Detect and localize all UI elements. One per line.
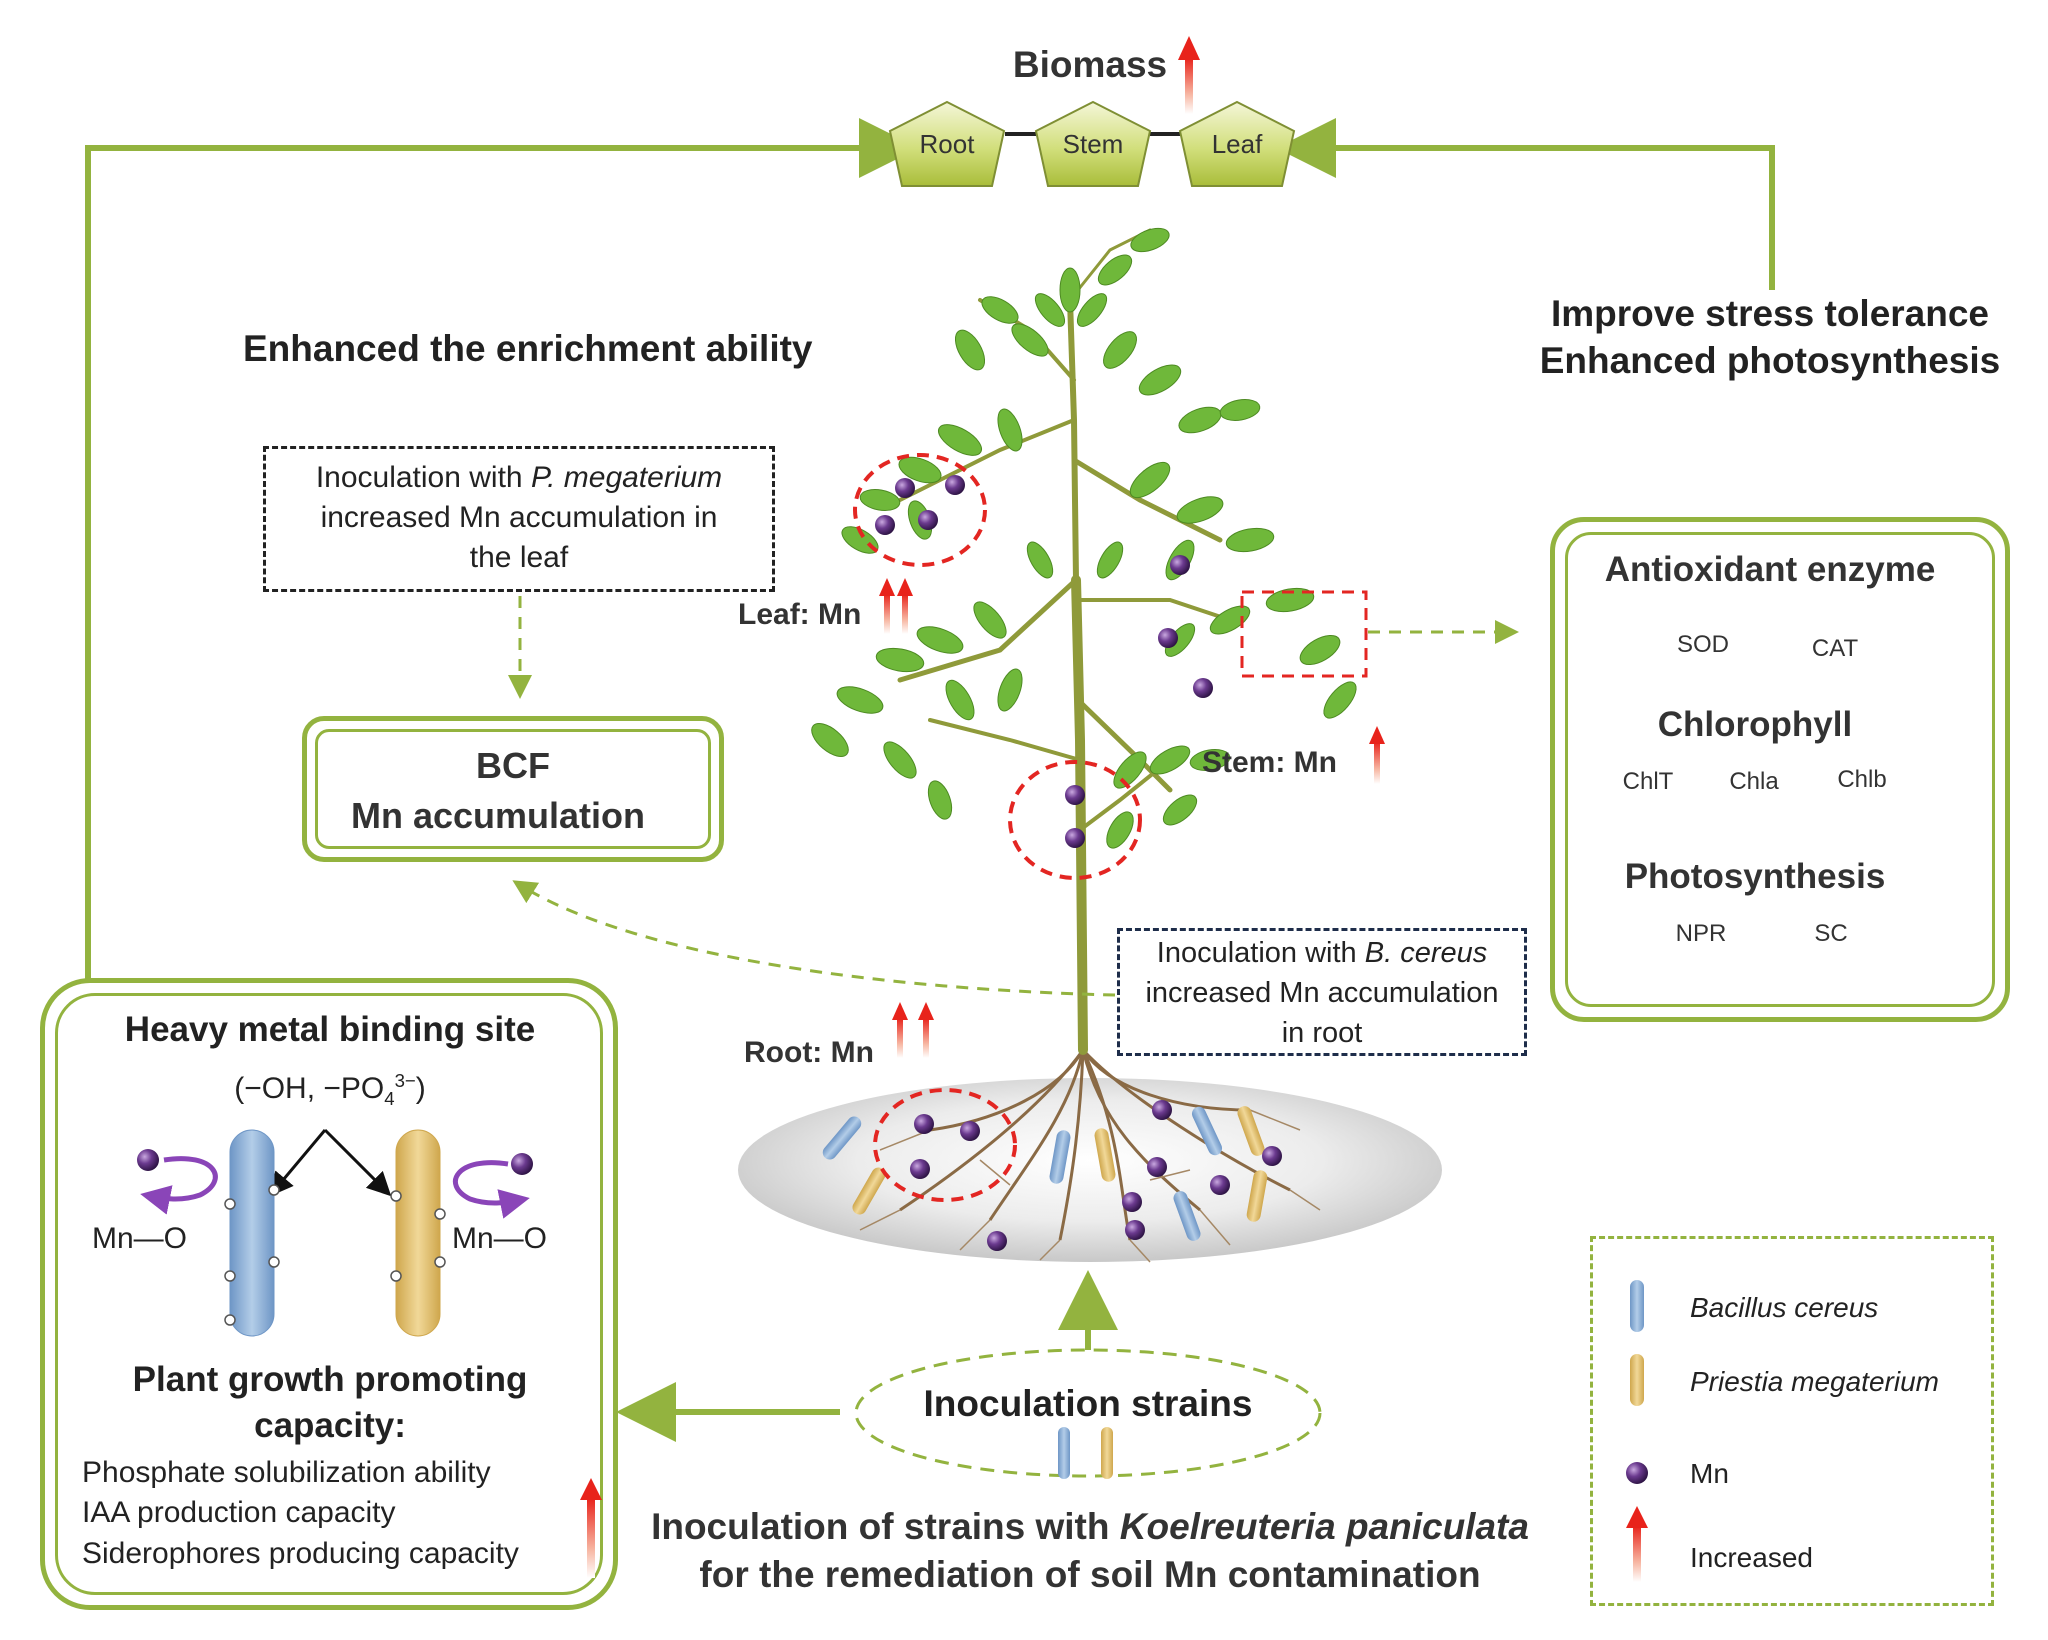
biomass-title: Biomass	[1012, 44, 1168, 85]
leaf-zoom-box	[1240, 590, 1368, 678]
mn-o-right-label: Mn—O	[452, 1222, 548, 1255]
npr-label: NPR	[1675, 920, 1727, 947]
mn-o-left-label: Mn—O	[92, 1222, 188, 1255]
bcereus-species: B. cereus	[1364, 937, 1488, 969]
pmegaterium-note-line1: Inoculation with P. megaterium	[266, 461, 772, 495]
binding-pointer-right	[323, 1128, 392, 1197]
inoculation-ellipse	[854, 1348, 1322, 1478]
mn-accumulation-label: Mn accumulation	[351, 795, 646, 836]
bcereus-note-line2: increased Mn accumulation	[1145, 977, 1499, 1009]
legend-mn-label: Mn	[1690, 1458, 1729, 1489]
stem-mn-arrow	[1369, 726, 1385, 784]
chla-label: Chla	[1729, 768, 1779, 795]
stem-mn-label: Stem: Mn	[1202, 746, 1337, 779]
bcereus-note-line1: Inoculation with B. cereus	[1120, 937, 1524, 970]
footer-title-line1: Inoculation of strains with Koelreuteria…	[560, 1506, 1620, 1548]
inoculation-bacillus-icon	[1058, 1427, 1070, 1479]
binding-sites	[224, 1184, 446, 1326]
footer-species: Koelreuteria paniculata	[1119, 1506, 1529, 1547]
pgp-item-iaa: IAA production capacity	[82, 1496, 396, 1529]
binding-pointer-left	[269, 1129, 327, 1197]
leaf-node-label: Leaf	[1211, 129, 1263, 159]
biomass-increase-arrow	[1178, 36, 1200, 114]
pgp-title-line2: capacity:	[254, 1406, 406, 1445]
functional-groups-close: )	[415, 1072, 426, 1105]
footer-prefix: Inoculation of strains with	[651, 1506, 1120, 1547]
bcf-label: BCF	[476, 745, 550, 786]
bcereus-note: Inoculation with B. cereus increased Mn …	[1117, 928, 1527, 1056]
leaf-node-shape	[1178, 100, 1296, 187]
pmegaterium-note-prefix: Inoculation with	[315, 461, 531, 494]
pgp-increase-arrow	[580, 1478, 602, 1578]
legend-mn-icon	[1626, 1462, 1648, 1484]
binding-site-illustration	[137, 1128, 533, 1337]
inoculation-strains-label: Inoculation strains	[923, 1383, 1253, 1424]
pgp-item-phosphate: Phosphate solubilization ability	[82, 1456, 491, 1489]
leaf-highlight-circle	[853, 453, 987, 567]
bcereus-note-line3: in root	[1281, 1017, 1363, 1049]
pmegaterium-note-line2: increased Mn accumulation in	[320, 501, 718, 534]
left-feedback-arrow	[85, 118, 919, 990]
bcereus-note-prefix: Inoculation with	[1156, 937, 1365, 969]
legend-increased-icon	[1626, 1506, 1648, 1582]
mn-ion-left	[137, 1149, 159, 1171]
stem-node-shape	[1034, 100, 1152, 187]
photosynthesis-title: Photosynthesis	[1624, 857, 1886, 896]
root-mn-double-arrow	[892, 1002, 934, 1058]
binding-site-title: Heavy metal binding site	[124, 1010, 536, 1049]
bcf-box: BCF Mn accumulation	[302, 716, 724, 862]
inoculation-priestia-icon	[1101, 1427, 1113, 1479]
legend-symbols	[1626, 1280, 1648, 1582]
root-node-shape	[888, 100, 1006, 187]
sc-label: SC	[1814, 920, 1848, 947]
enrichment-heading: Enhanced the enrichment ability	[243, 328, 813, 369]
mn-ion-right	[511, 1153, 533, 1175]
root-to-bcf-arrow	[512, 880, 1116, 997]
leaf-mn-double-arrow	[879, 578, 913, 634]
pmegaterium-note-line3: the leaf	[469, 541, 569, 574]
stem-highlight-circle	[1008, 760, 1142, 880]
sod-label: SOD	[1676, 631, 1729, 658]
photosynthesis-heading: Enhanced photosynthesis	[1539, 340, 2001, 381]
legend-priestia-icon	[1630, 1354, 1644, 1406]
chlt-label: ChlT	[1622, 768, 1674, 795]
adsorption-arrow-left	[140, 1156, 218, 1215]
functional-groups-sup: 3−	[394, 1070, 416, 1091]
pmegaterium-note: Inoculation with P. megaterium increased…	[263, 446, 775, 592]
right-feedback-arrow	[1276, 118, 1775, 290]
cat-label: CAT	[1811, 635, 1859, 662]
bacteria-traits-panel	[40, 978, 618, 1610]
pgp-title-line1: Plant growth promoting	[132, 1360, 528, 1399]
plant-illustration	[811, 227, 1357, 1263]
functional-groups-label: (−OH, −PO43−)	[60, 1070, 600, 1110]
pgp-item-siderophores: Siderophores producing capacity	[82, 1537, 519, 1570]
root-mn-label: Root: Mn	[744, 1036, 874, 1069]
adsorption-arrow-right	[453, 1160, 530, 1219]
bacillus-cell	[229, 1129, 275, 1337]
legend-bacillus-label: Bacillus cereus	[1690, 1292, 1879, 1323]
legend	[1590, 1236, 1994, 1606]
soil-disc	[738, 1078, 1442, 1262]
stress-tolerance-heading: Improve stress tolerance	[1550, 293, 1990, 334]
pmegaterium-species: P. megaterium	[530, 461, 723, 494]
priestia-cell	[395, 1129, 441, 1337]
chlb-label: Chlb	[1837, 766, 1887, 793]
root-node-label: Root	[919, 129, 975, 159]
legend-increased-label: Increased	[1690, 1542, 1813, 1573]
legend-priestia-label: Priestia megaterium	[1690, 1366, 1939, 1397]
leaf-mn-label: Leaf: Mn	[738, 598, 862, 631]
stem-node-label: Stem	[1062, 129, 1124, 159]
antioxidant-title: Antioxidant enzyme	[1604, 550, 1936, 589]
legend-bacillus-icon	[1630, 1280, 1644, 1332]
physiology-panel	[1550, 517, 2010, 1022]
functional-groups-open: (−OH, −PO	[234, 1072, 385, 1105]
chlorophyll-title: Chlorophyll	[1657, 705, 1853, 744]
footer-title-line2: for the remediation of soil Mn contamina…	[699, 1554, 1481, 1595]
root-highlight-circle	[873, 1088, 1017, 1202]
functional-groups-sub: 4	[384, 1088, 395, 1109]
